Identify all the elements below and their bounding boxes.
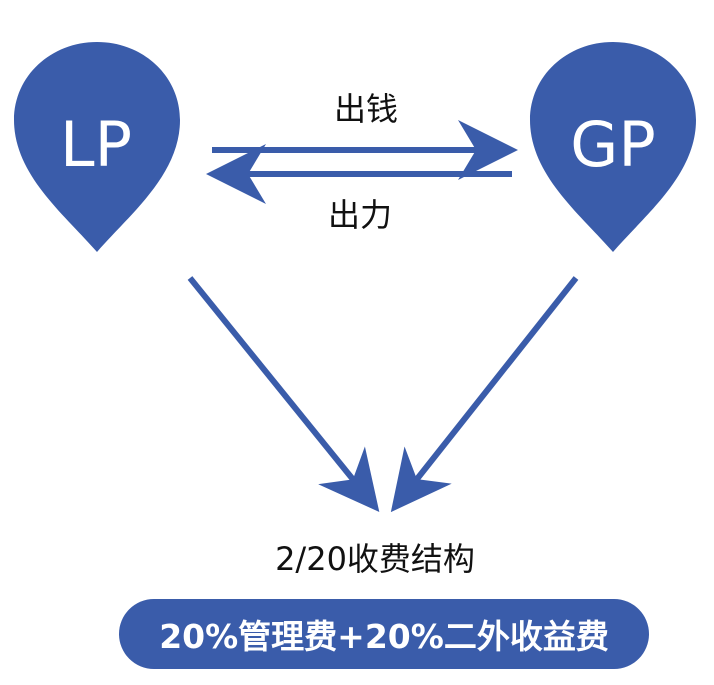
gp-pin-shape <box>530 42 696 252</box>
gp-node: GP <box>530 42 696 252</box>
lp-node-label: LP <box>60 108 132 181</box>
gp-to-lp-edge: 出力 <box>206 144 512 234</box>
lp-node: LP <box>14 42 180 252</box>
fee-structure-title: 2/20收费结构 <box>275 540 475 578</box>
lp-to-gp-edge: 出钱 <box>212 90 518 180</box>
lp-pin-shape <box>14 42 180 252</box>
gp-to-structure-arrow <box>390 276 579 513</box>
gp-node-label: GP <box>570 108 655 181</box>
fee-structure-detail: 20%管理费+20%二外收益费 <box>159 617 609 656</box>
lp-to-gp-label: 出钱 <box>334 90 398 128</box>
fee-structure-box: 20%管理费+20%二外收益费 <box>119 599 649 669</box>
gp-to-lp-label: 出力 <box>328 196 392 234</box>
lp-to-structure-arrow <box>187 276 380 512</box>
